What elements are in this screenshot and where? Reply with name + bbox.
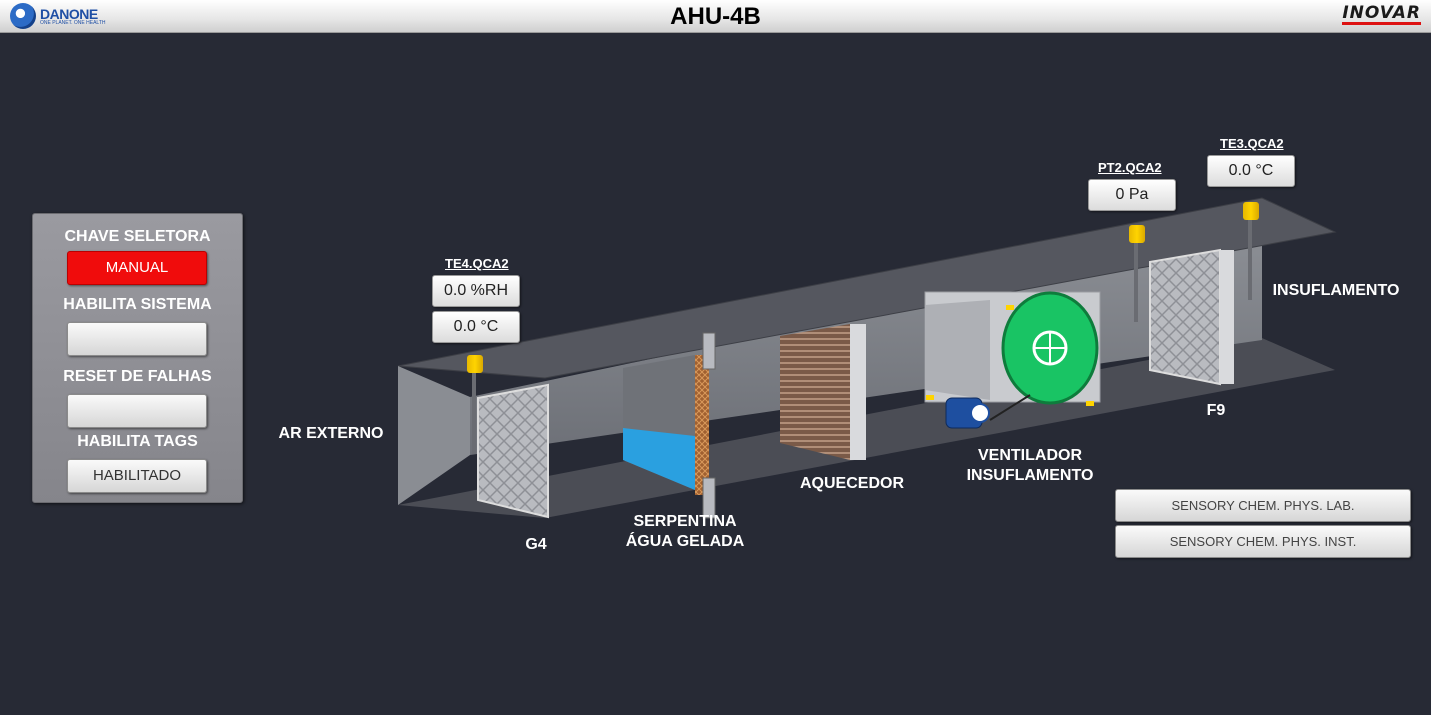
ventilador-label-line1: VENTILADOR [978, 447, 1082, 464]
control-panel: CHAVE SELETORA MANUAL HABILITA SISTEMA R… [32, 213, 243, 503]
duct-roof [397, 197, 1337, 379]
chilled-water-zone [623, 428, 695, 490]
f9-label: F9 [1206, 402, 1226, 419]
duct-end-wall [398, 366, 470, 505]
ar-externo-label: AR EXTERNO [278, 425, 384, 442]
danone-brand-text: DANONE [40, 5, 98, 22]
ventilador-label-line2: INSUFLAMENTO [966, 467, 1094, 484]
coil-pipe-top [702, 332, 716, 370]
habilita-sistema-label: HABILITA SISTEMA [63, 296, 212, 313]
pt2-pressure-display[interactable]: 0 Pa [1088, 179, 1176, 211]
te4-tag-label: TE4.QCA2 [445, 256, 509, 271]
chave-seletora-button[interactable]: MANUAL [67, 251, 207, 285]
te4-sensor-icon[interactable] [467, 355, 483, 373]
reset-falhas-label: RESET DE FALHAS [63, 368, 212, 385]
fan-belt [989, 394, 1031, 421]
sensory-lab-button[interactable]: SENSORY CHEM. PHYS. LAB. [1115, 489, 1411, 522]
serpentina-label-line1: SERPENTINA [633, 513, 737, 530]
danone-slogan-text: ONE PLANET. ONE HEALTH [40, 19, 106, 26]
aquecedor-label: AQUECEDOR [799, 475, 904, 492]
sensory-inst-button[interactable]: SENSORY CHEM. PHYS. INST. [1115, 525, 1411, 558]
serpentina-label-line2: ÁGUA GELADA [625, 533, 745, 550]
inovar-logo: INOVAR [1342, 3, 1421, 25]
te4-temperature-display[interactable]: 0.0 °C [432, 311, 520, 343]
page-title: AHU-4B [670, 3, 761, 30]
title-bar: DANONE ONE PLANET. ONE HEALTH AHU-4B INO… [0, 0, 1431, 33]
insuflamento-label: INSUFLAMENTO [1272, 282, 1400, 299]
habilita-sistema-button[interactable] [67, 322, 207, 356]
heater-coil [780, 324, 850, 460]
f9-frame [1220, 250, 1234, 384]
te3-temperature-display[interactable]: 0.0 °C [1207, 155, 1295, 187]
danone-logo: DANONE ONE PLANET. ONE HEALTH [10, 2, 105, 30]
habilita-tags-label: HABILITA TAGS [77, 433, 198, 450]
heater-frame [850, 324, 866, 460]
fan-inlet-cone [925, 300, 990, 400]
coil-pipe-bottom [702, 477, 716, 519]
reset-falhas-button[interactable] [67, 394, 207, 428]
f9-filter [1149, 248, 1221, 386]
habilita-tags-button[interactable]: HABILITADO [67, 459, 207, 493]
pt2-tag-label: PT2.QCA2 [1098, 160, 1162, 175]
coil-fins [695, 355, 709, 495]
te3-sensor-icon[interactable] [1243, 202, 1259, 220]
chave-seletora-label: CHAVE SELETORA [64, 228, 211, 245]
g4-label: G4 [525, 536, 547, 553]
te4-humidity-display[interactable]: 0.0 %RH [432, 275, 520, 307]
te3-tag-label: TE3.QCA2 [1220, 136, 1284, 151]
pt2-sensor-icon[interactable] [1129, 225, 1145, 243]
g4-filter [477, 383, 549, 519]
globe-icon [10, 3, 36, 29]
duct-floor [398, 338, 1335, 518]
